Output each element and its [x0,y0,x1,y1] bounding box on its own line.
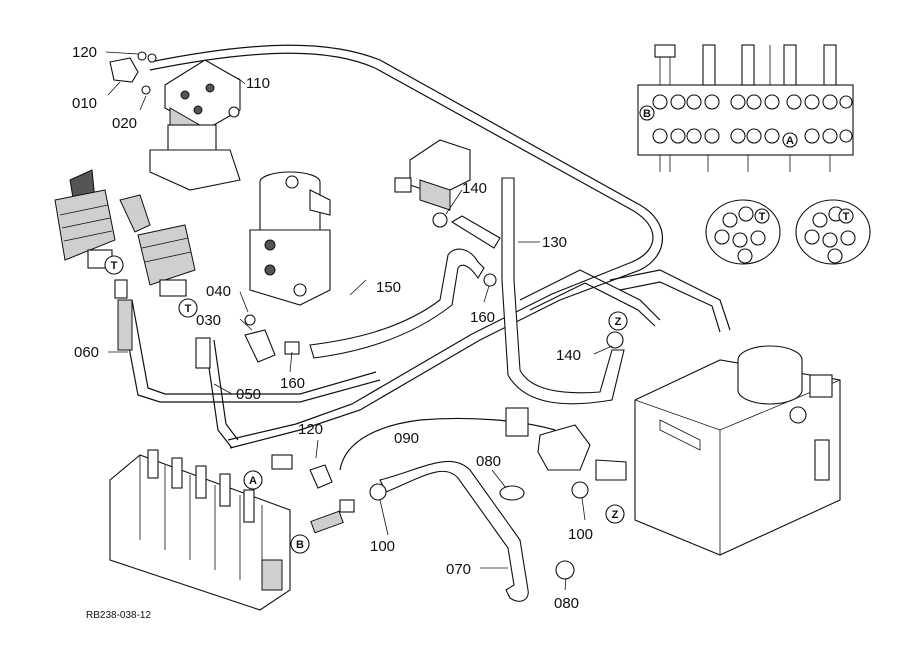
marker-z-lower: Z [605,504,625,524]
svg-text:T: T [111,260,118,272]
fittings-top-left [109,51,157,95]
elbow-fitting-030 [244,314,300,363]
hose-routes [119,44,731,602]
callout-120-top: 120 [72,44,97,61]
callout-160-right: 160 [470,309,495,326]
svg-text:T: T [185,303,192,315]
svg-text:T: T [759,211,766,223]
callout-160-left: 160 [280,375,305,392]
marker-z-upper: Z [608,311,628,331]
marker-t-right: T [178,298,198,318]
marker-b-inset: B [639,105,655,121]
callout-050: 050 [236,386,261,403]
svg-text:A: A [786,135,794,147]
hydraulic-tank [634,345,841,556]
callout-040: 040 [206,283,231,300]
fittings-valve-bank [271,454,387,534]
pilot-valve-left [54,169,116,269]
callouts: 120 110 010 020 040 030 050 060 070 080 … [72,44,593,612]
svg-text:T: T [843,211,850,223]
marker-a-valve-bank: A [243,470,263,490]
callout-140-top: 140 [462,180,487,197]
pilot-valve-right [119,194,196,297]
swivel-joint [149,59,241,191]
callout-090: 090 [394,430,419,447]
valve-top-center [394,139,497,287]
marker-t-inset-left: T [754,208,770,224]
svg-text:B: B [296,539,304,551]
svg-text:Z: Z [612,509,619,521]
callout-080-upper: 080 [476,453,501,470]
suction-filter [499,331,627,580]
callout-120-bottom: 120 [298,421,323,438]
callout-060: 060 [74,344,99,361]
control-valve-bank [109,449,291,611]
inset-rotary-port-left [705,199,781,265]
hose-ends-060-050 [114,279,211,369]
svg-text:A: A [249,475,257,487]
drawing-code: RB238-038-12 [86,610,151,621]
svg-text:B: B [643,108,651,120]
callout-130: 130 [542,234,567,251]
callout-100-left: 100 [370,538,395,555]
svg-text:Z: Z [615,316,622,328]
circle-markers: T T T T A A B B [104,105,854,554]
callout-140-mid: 140 [556,347,581,364]
callout-100-right: 100 [568,526,593,543]
callout-070: 070 [446,561,471,578]
callout-020: 020 [112,115,137,132]
marker-b-valve-bank: B [290,534,310,554]
inset-valve-ports [637,44,854,172]
marker-t-left: T [104,255,124,275]
marker-t-inset-right: T [838,208,854,224]
callout-080-lower: 080 [554,595,579,612]
inset-rotary-port-right [795,199,871,265]
callout-150: 150 [376,279,401,296]
callout-010: 010 [72,95,97,112]
callout-030: 030 [196,312,221,329]
swing-valve-block [249,171,331,306]
leader-lines [105,51,613,591]
marker-a-inset: A [782,132,798,148]
callout-110: 110 [246,75,270,92]
